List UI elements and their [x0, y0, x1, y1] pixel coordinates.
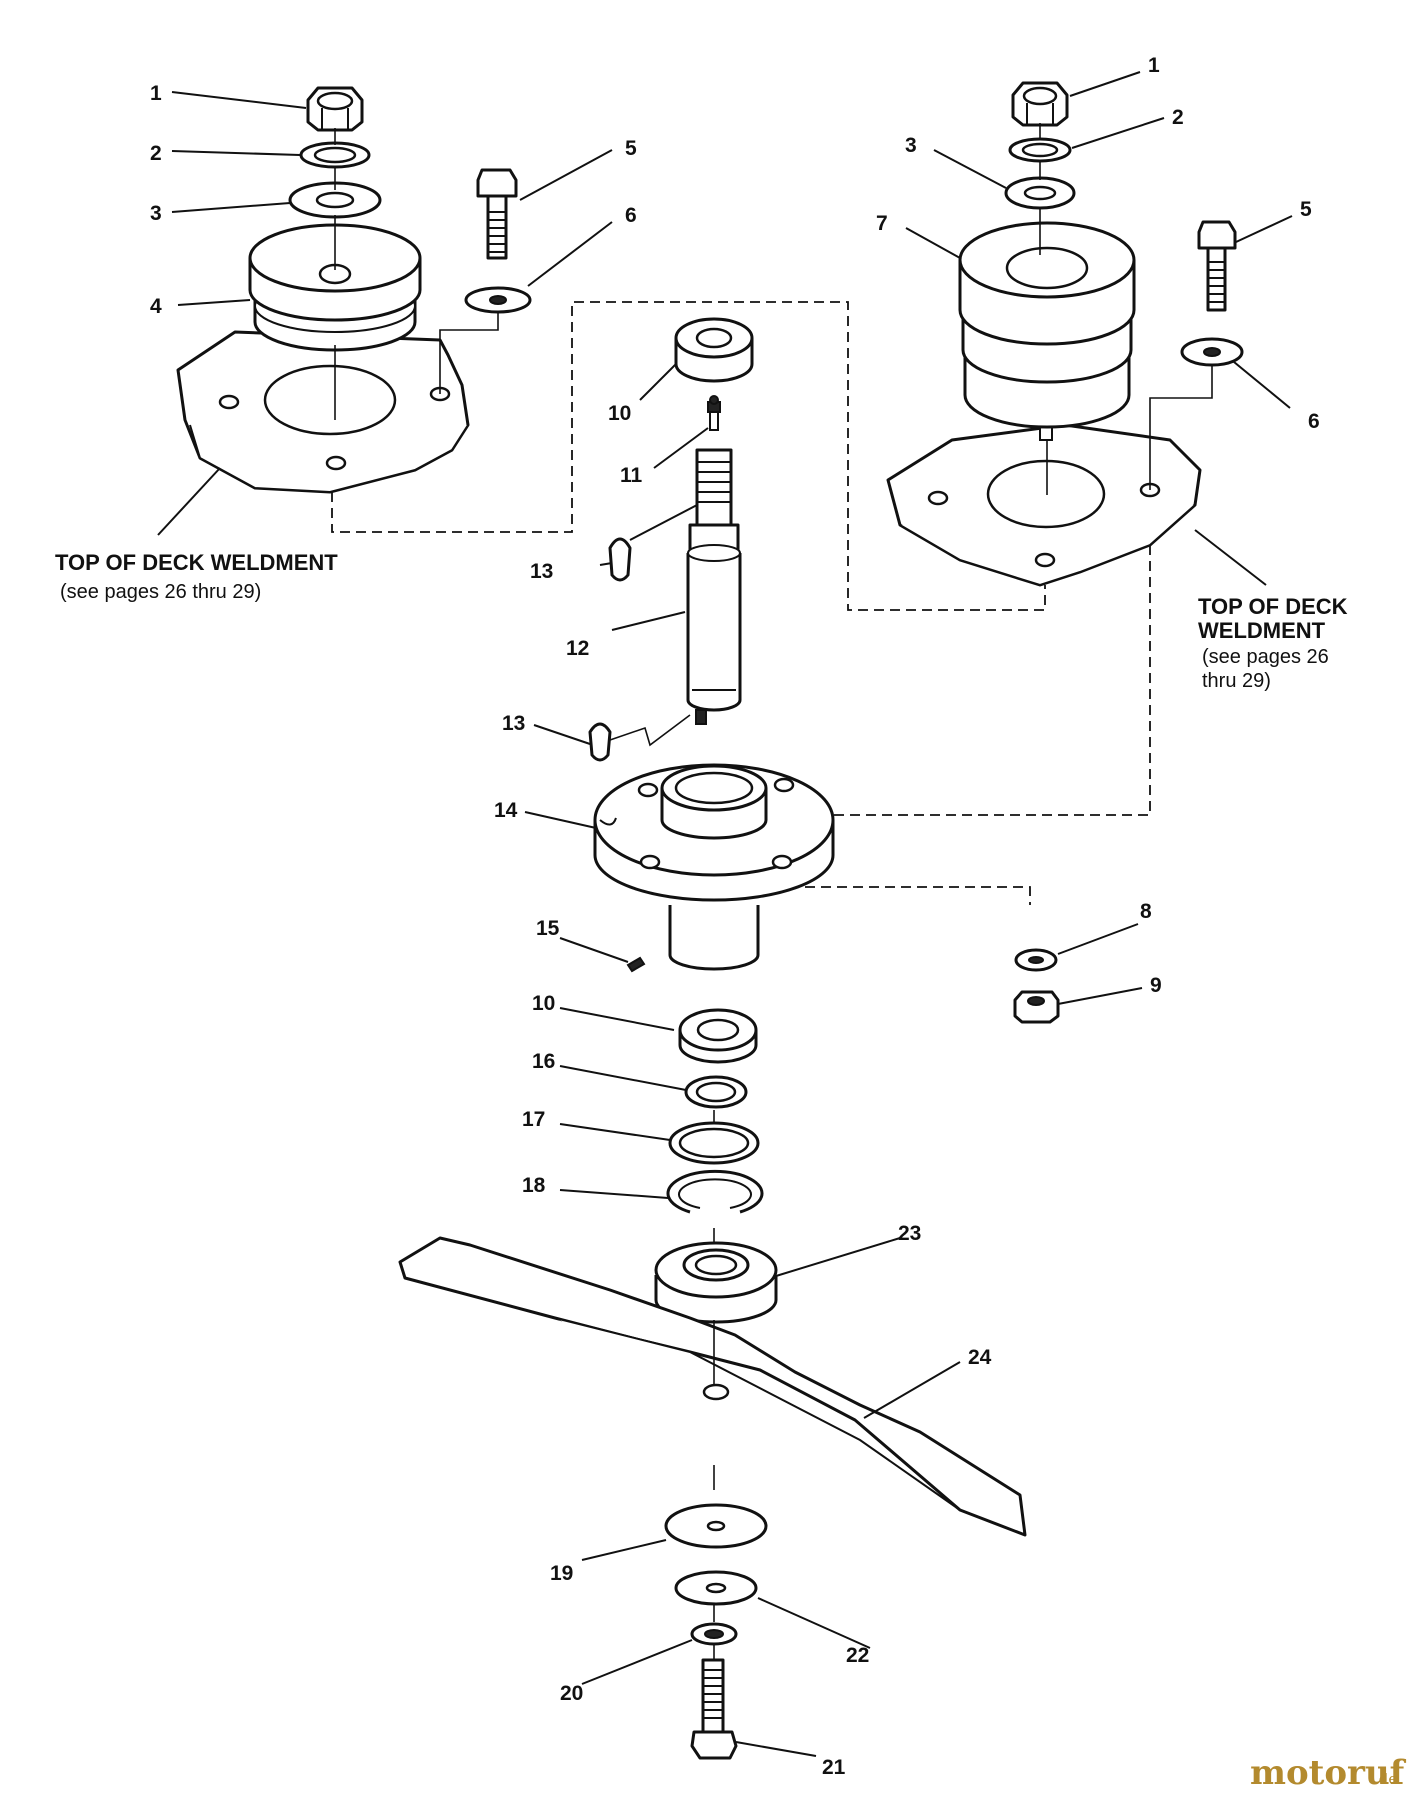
right-nut-1: [1011, 81, 1069, 127]
callout-16: 16: [532, 1050, 555, 1073]
leader-lines: [157, 71, 1293, 1757]
callout-8: 8: [1140, 900, 1152, 923]
callout-23: 23: [898, 1222, 921, 1245]
lock-washer-8: [1014, 948, 1058, 972]
callout-right-1: 1: [1148, 54, 1160, 77]
callout-14: 14: [494, 799, 518, 822]
right-bolt-5: [1197, 220, 1237, 312]
callout-15: 15: [536, 917, 560, 940]
callout-left-6: 6: [625, 204, 637, 227]
right-mount-assembly: [886, 81, 1244, 587]
callout-right-6: 6: [1308, 410, 1320, 433]
callout-right-3: 3: [905, 134, 917, 157]
callout-right-7: 7: [876, 212, 888, 235]
callout-10-bottom: 10: [532, 992, 555, 1015]
callout-9: 9: [1150, 974, 1162, 997]
spindle-assembly: [331, 301, 1151, 1760]
callout-11: 11: [620, 464, 643, 487]
right-washer-6: [1180, 337, 1244, 367]
isolator-7: [958, 221, 1136, 441]
callout-12: 12: [566, 637, 589, 660]
mower-blade-24: [398, 1236, 1027, 1537]
right-washer-3: [1004, 176, 1076, 210]
callout-21: 21: [822, 1756, 846, 1779]
callout-24: 24: [968, 1346, 992, 1369]
callout-left-5: 5: [625, 137, 637, 160]
right-deck-note-title-1: TOP OF DECK: [1198, 594, 1348, 619]
left-washer-6: [464, 286, 532, 314]
key-13-bottom: [588, 722, 612, 762]
callout-18: 18: [522, 1174, 546, 1197]
callout-left-2: 2: [150, 142, 162, 165]
left-deck-note-sub: (see pages 26 thru 29): [60, 581, 261, 603]
blade-bolt-21: [690, 1658, 738, 1760]
callout-left-4: 4: [150, 295, 162, 318]
callout-labels: 1 2 3 4 5 6 1 2 3 7 5 6 10 11 13 12 13 1…: [150, 54, 1320, 1779]
key-13-top: [608, 537, 632, 582]
washer-19: [664, 1503, 768, 1549]
callout-20: 20: [560, 1682, 583, 1705]
callout-22: 22: [846, 1644, 869, 1667]
set-screw-15: [626, 956, 646, 973]
callout-10-top: 10: [608, 402, 631, 425]
watermark-main: motoruf: [1250, 1753, 1407, 1793]
callout-left-3: 3: [150, 202, 162, 225]
isolator-pulley-4: [248, 223, 422, 352]
spindle-shaft-12: [686, 448, 742, 725]
bearing-10-bottom: [678, 1008, 758, 1064]
callout-13-bottom: 13: [502, 712, 525, 735]
grease-fitting-11: [707, 395, 721, 431]
right-lock-washer-2: [1008, 137, 1072, 163]
callout-13-top: 13: [530, 560, 553, 583]
spindle-housing-14: [593, 763, 835, 971]
lock-washer-20: [690, 1622, 738, 1646]
washer-17: [668, 1121, 760, 1165]
left-bolt-5: [476, 168, 518, 260]
right-deck-note-sub-1: (see pages 26: [1202, 646, 1329, 668]
bearing-10-top: [674, 317, 754, 383]
right-deck-note-sub-2: thru 29): [1202, 670, 1271, 692]
right-deck-note-title-2: WELDMENT: [1198, 618, 1326, 643]
callout-left-1: 1: [150, 82, 162, 105]
watermark-suffix: .de: [1374, 1770, 1397, 1788]
left-mount-assembly: [176, 86, 532, 494]
nut-9: [1013, 990, 1060, 1024]
callout-right-5: 5: [1300, 198, 1312, 221]
left-deck-note-title: TOP OF DECK WELDMENT: [55, 550, 338, 575]
blade-adapter-23: [654, 1241, 778, 1324]
retaining-ring-18: [666, 1169, 764, 1214]
callout-19: 19: [550, 1562, 573, 1585]
callout-right-2: 2: [1172, 106, 1184, 129]
washer-22: [674, 1570, 758, 1606]
watermark-logo: motoruf .de: [1250, 1753, 1407, 1793]
left-deck-center-hole: [263, 364, 397, 436]
left-lock-washer-2: [299, 141, 371, 169]
right-deck-center-hole: [986, 459, 1106, 529]
deck-notes: TOP OF DECK WELDMENT (see pages 26 thru …: [55, 550, 1348, 692]
left-nut-1: [306, 86, 364, 132]
spacer-16: [684, 1075, 748, 1109]
callout-17: 17: [522, 1108, 545, 1131]
